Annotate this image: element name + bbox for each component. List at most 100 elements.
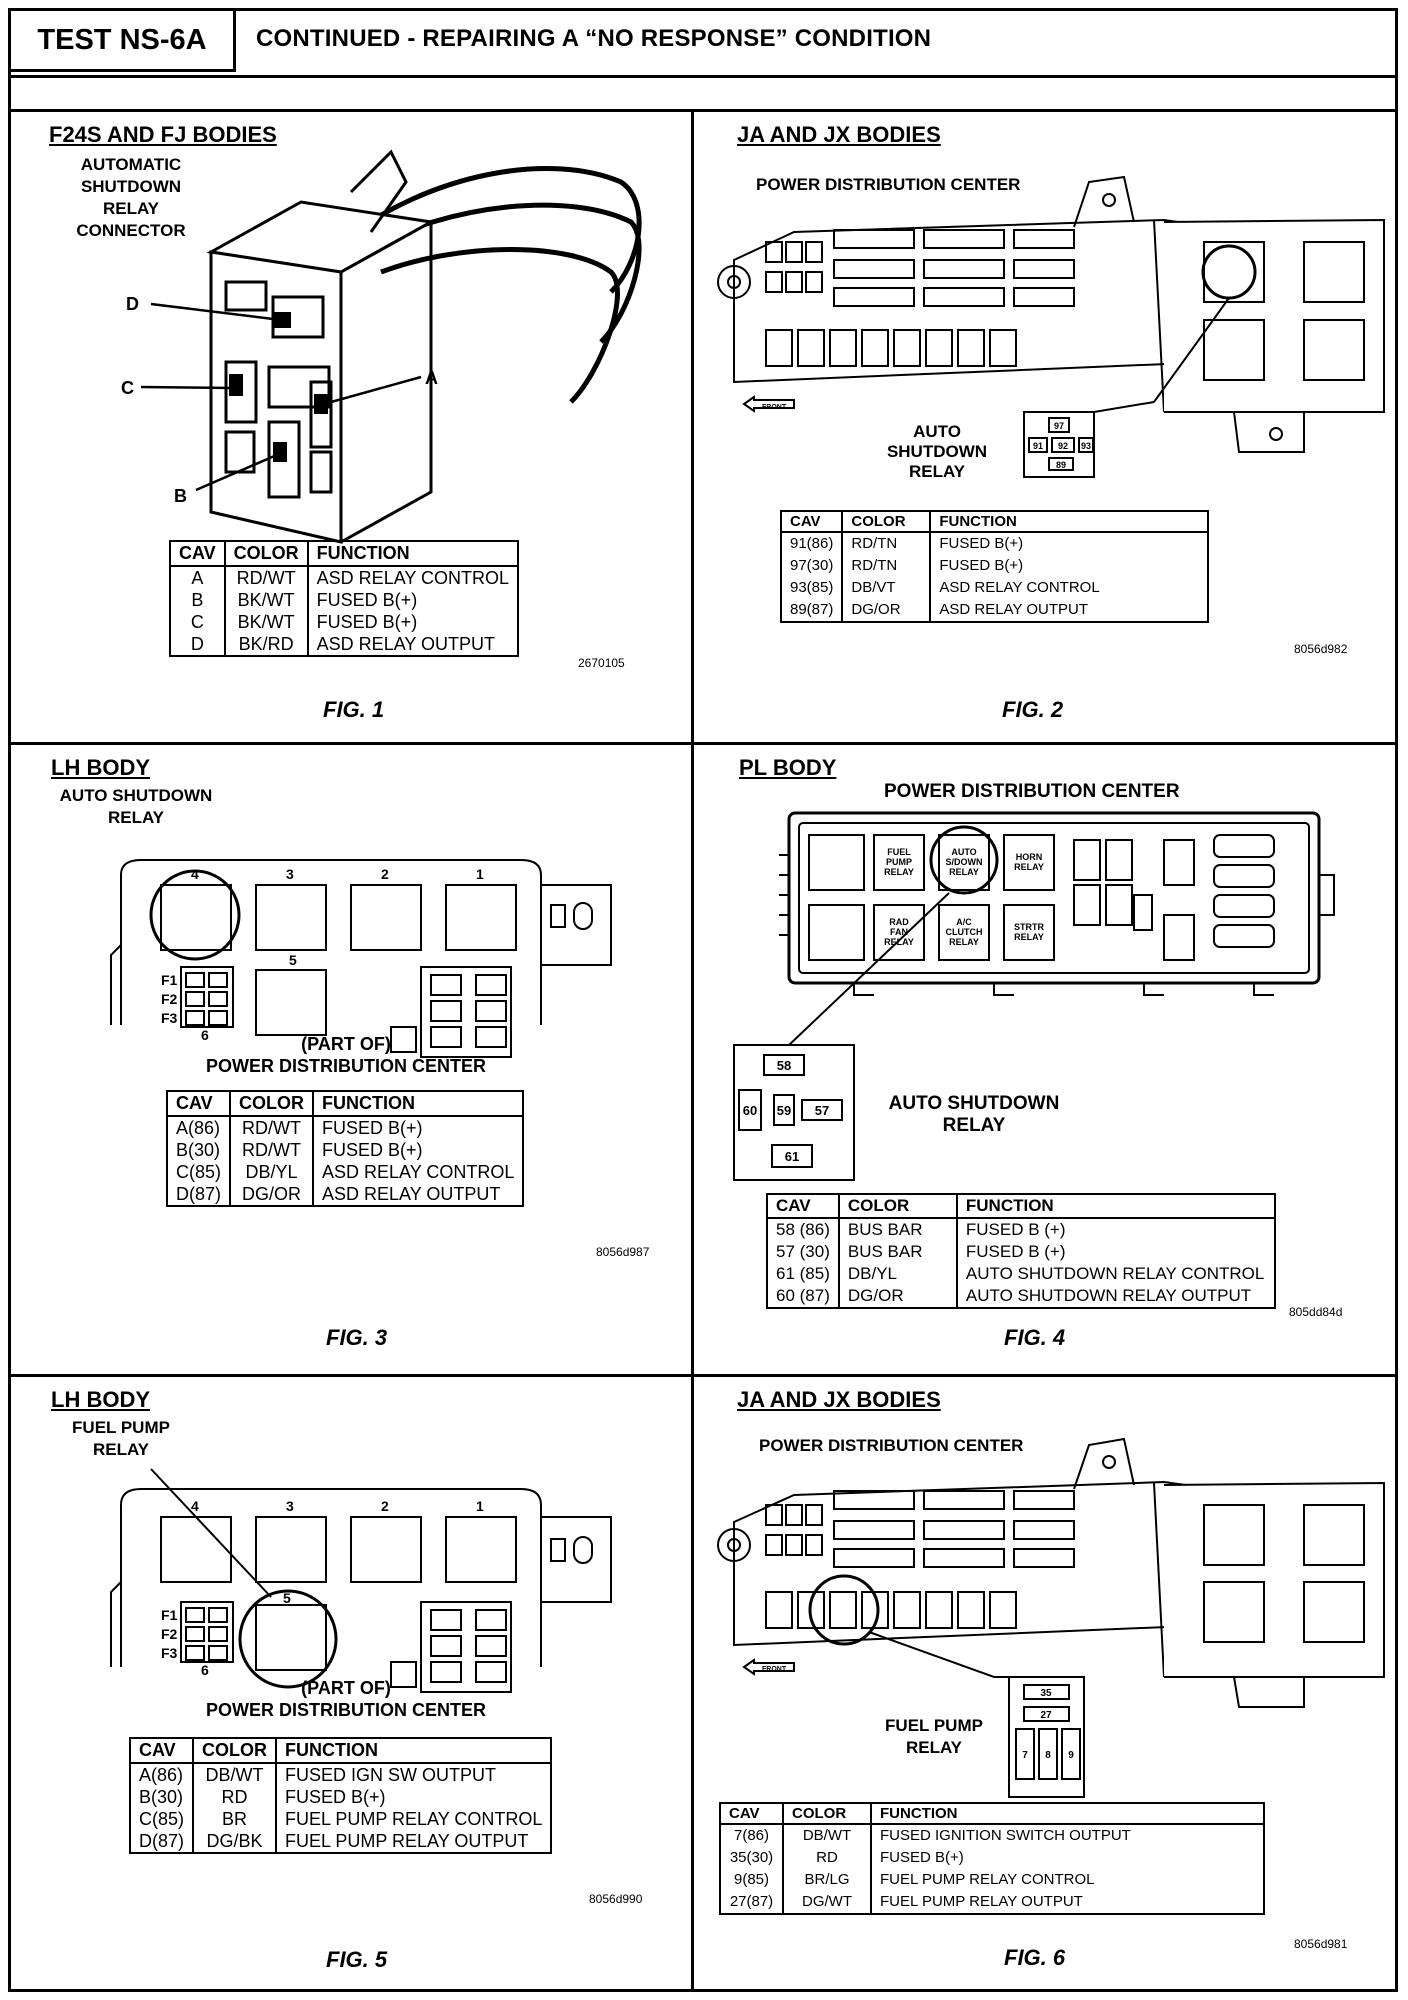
cav: C <box>190 612 204 632</box>
fig2-pin-93: 93 <box>1081 441 1091 451</box>
fig6-pin-7: 7 <box>1022 1750 1028 1761</box>
fig1-callout-a: A <box>425 368 438 388</box>
fig6-pin-35: 35 <box>1040 1688 1052 1699</box>
color: DG/WT <box>782 1891 871 1914</box>
function: ASD RELAY CONTROL <box>312 1161 524 1183</box>
color: BR <box>192 1808 277 1830</box>
fig6-panel: JA AND JX BODIES POWER DISTRIBUTION CENT… <box>694 1377 1394 1997</box>
function: ASD RELAY CONTROL <box>929 577 1209 599</box>
fig6-title: JA AND JX BODIES <box>737 1387 941 1412</box>
color: BR/LG <box>782 1869 871 1891</box>
fig3-panel: LH BODY AUTO SHUTDOWN RELAY <box>11 745 691 1374</box>
fig4-code: 805dd84d <box>1289 1305 1343 1319</box>
fig4-strtr-relay-l1: STRTR <box>1014 922 1044 932</box>
fig4-pin-60: 60 <box>743 1103 757 1118</box>
fig3-title: LH BODY <box>51 755 150 780</box>
cav: 9(85) <box>733 1871 770 1888</box>
fig5-relay-6: 6 <box>201 1662 209 1678</box>
fig4-rad-fan-relay-l2: FAN <box>890 927 908 937</box>
cav: 60 (87) <box>776 1286 830 1305</box>
table-header: CAV <box>781 511 843 533</box>
table-header: COLOR <box>192 1738 277 1764</box>
row-divider-2 <box>11 1374 1395 1377</box>
cav: 93(85) <box>790 579 834 596</box>
cav: A(86) <box>176 1118 221 1138</box>
table-header: FUNCTION <box>955 1194 1275 1219</box>
cav: D(87) <box>176 1184 222 1204</box>
function: FUEL PUMP RELAY OUTPUT <box>275 1830 552 1853</box>
table-header: COLOR <box>229 1091 314 1117</box>
function: FUEL PUMP RELAY CONTROL <box>275 1808 552 1830</box>
table-header: FUNCTION <box>275 1738 552 1764</box>
table-header: FUNCTION <box>929 511 1209 533</box>
fig4-ac-clutch-relay-l3: RELAY <box>949 937 979 947</box>
function: FUSED B(+) <box>312 1116 524 1139</box>
fig6-pdc-drawing: FRONT 35 27 7 8 9 <box>717 1437 1385 1798</box>
page-title: CONTINUED - REPAIRING A “NO RESPONSE” CO… <box>256 25 932 52</box>
fig2-pdc-drawing: FRONT 97 91 92 93 89 <box>717 175 1385 478</box>
test-id: TEST NS-6A <box>11 11 236 72</box>
fig1-caption: FIG. 1 <box>323 697 385 722</box>
fig5-part-of: (PART OF) POWER DISTRIBUTION CENTER <box>205 1678 486 1720</box>
cav: B(30) <box>139 1787 184 1807</box>
color: RD/WT <box>229 1116 314 1139</box>
function: FUSED B(+) <box>870 1847 1264 1869</box>
cav: D <box>190 634 204 654</box>
fig3-fuse-f2: F2 <box>161 991 178 1007</box>
fig3-fuse-f3: F3 <box>161 1010 178 1026</box>
fig6-relay-label: FUEL PUMP RELAY <box>885 1716 983 1757</box>
table-header: COLOR <box>223 541 308 567</box>
fig6-front-label: FRONT <box>762 1666 787 1673</box>
fig6-pin-9: 9 <box>1068 1750 1074 1761</box>
fig2-subtitle: POWER DISTRIBUTION CENTER <box>756 175 1021 194</box>
fig3-relay-5: 5 <box>289 952 297 968</box>
color: BK/WT <box>223 611 308 633</box>
fig6-subtitle: POWER DISTRIBUTION CENTER <box>759 1436 1024 1455</box>
fig5-fuse-f1: F1 <box>161 1607 178 1623</box>
color: DG/OR <box>841 599 931 622</box>
fig4-strtr-relay-l2: RELAY <box>1014 932 1044 942</box>
fig4-caption: FIG. 4 <box>1004 1325 1066 1350</box>
function: ASD RELAY OUTPUT <box>312 1183 524 1206</box>
table-header: CAV <box>170 541 225 567</box>
cav: B <box>191 590 204 610</box>
color: DG/BK <box>192 1830 277 1853</box>
fig4-fuel-pump-relay-l3: RELAY <box>884 867 914 877</box>
fig5-relay-5: 5 <box>283 1590 291 1606</box>
fig4-pdc-drawing: FUEL PUMP RELAY AUTO S/DOWN RELAY HORN R… <box>733 811 1335 1181</box>
fig1-panel: F24S AND FJ BODIES AUTOMATIC SHUTDOWN RE… <box>11 112 691 742</box>
cav: 57 (30) <box>776 1242 830 1261</box>
cav: B(30) <box>176 1140 221 1160</box>
function: FUSED B(+) <box>312 1139 524 1161</box>
function: FUSED B(+) <box>306 589 519 611</box>
fig4-title: PL BODY <box>739 755 837 780</box>
color: DB/WT <box>782 1824 871 1847</box>
table-header: CAV <box>767 1194 839 1219</box>
cav: 97(30) <box>790 557 834 574</box>
figure-grid: F24S AND FJ BODIES AUTOMATIC SHUTDOWN RE… <box>11 109 1395 1989</box>
fig4-horn-relay-l2: RELAY <box>1014 862 1044 872</box>
function: ASD RELAY CONTROL <box>306 566 519 589</box>
cav: A(86) <box>139 1765 184 1785</box>
cav: D(87) <box>139 1831 185 1851</box>
table-header: CAV <box>720 1803 783 1825</box>
color: BUS BAR <box>837 1241 957 1263</box>
page-header: TEST NS-6A CONTINUED - REPAIRING A “NO R… <box>11 11 1395 78</box>
fig6-code: 8056d981 <box>1294 1937 1348 1951</box>
color: DG/OR <box>837 1285 957 1308</box>
fig4-panel: PL BODY POWER DISTRIBUTION CENTER <box>694 745 1394 1374</box>
